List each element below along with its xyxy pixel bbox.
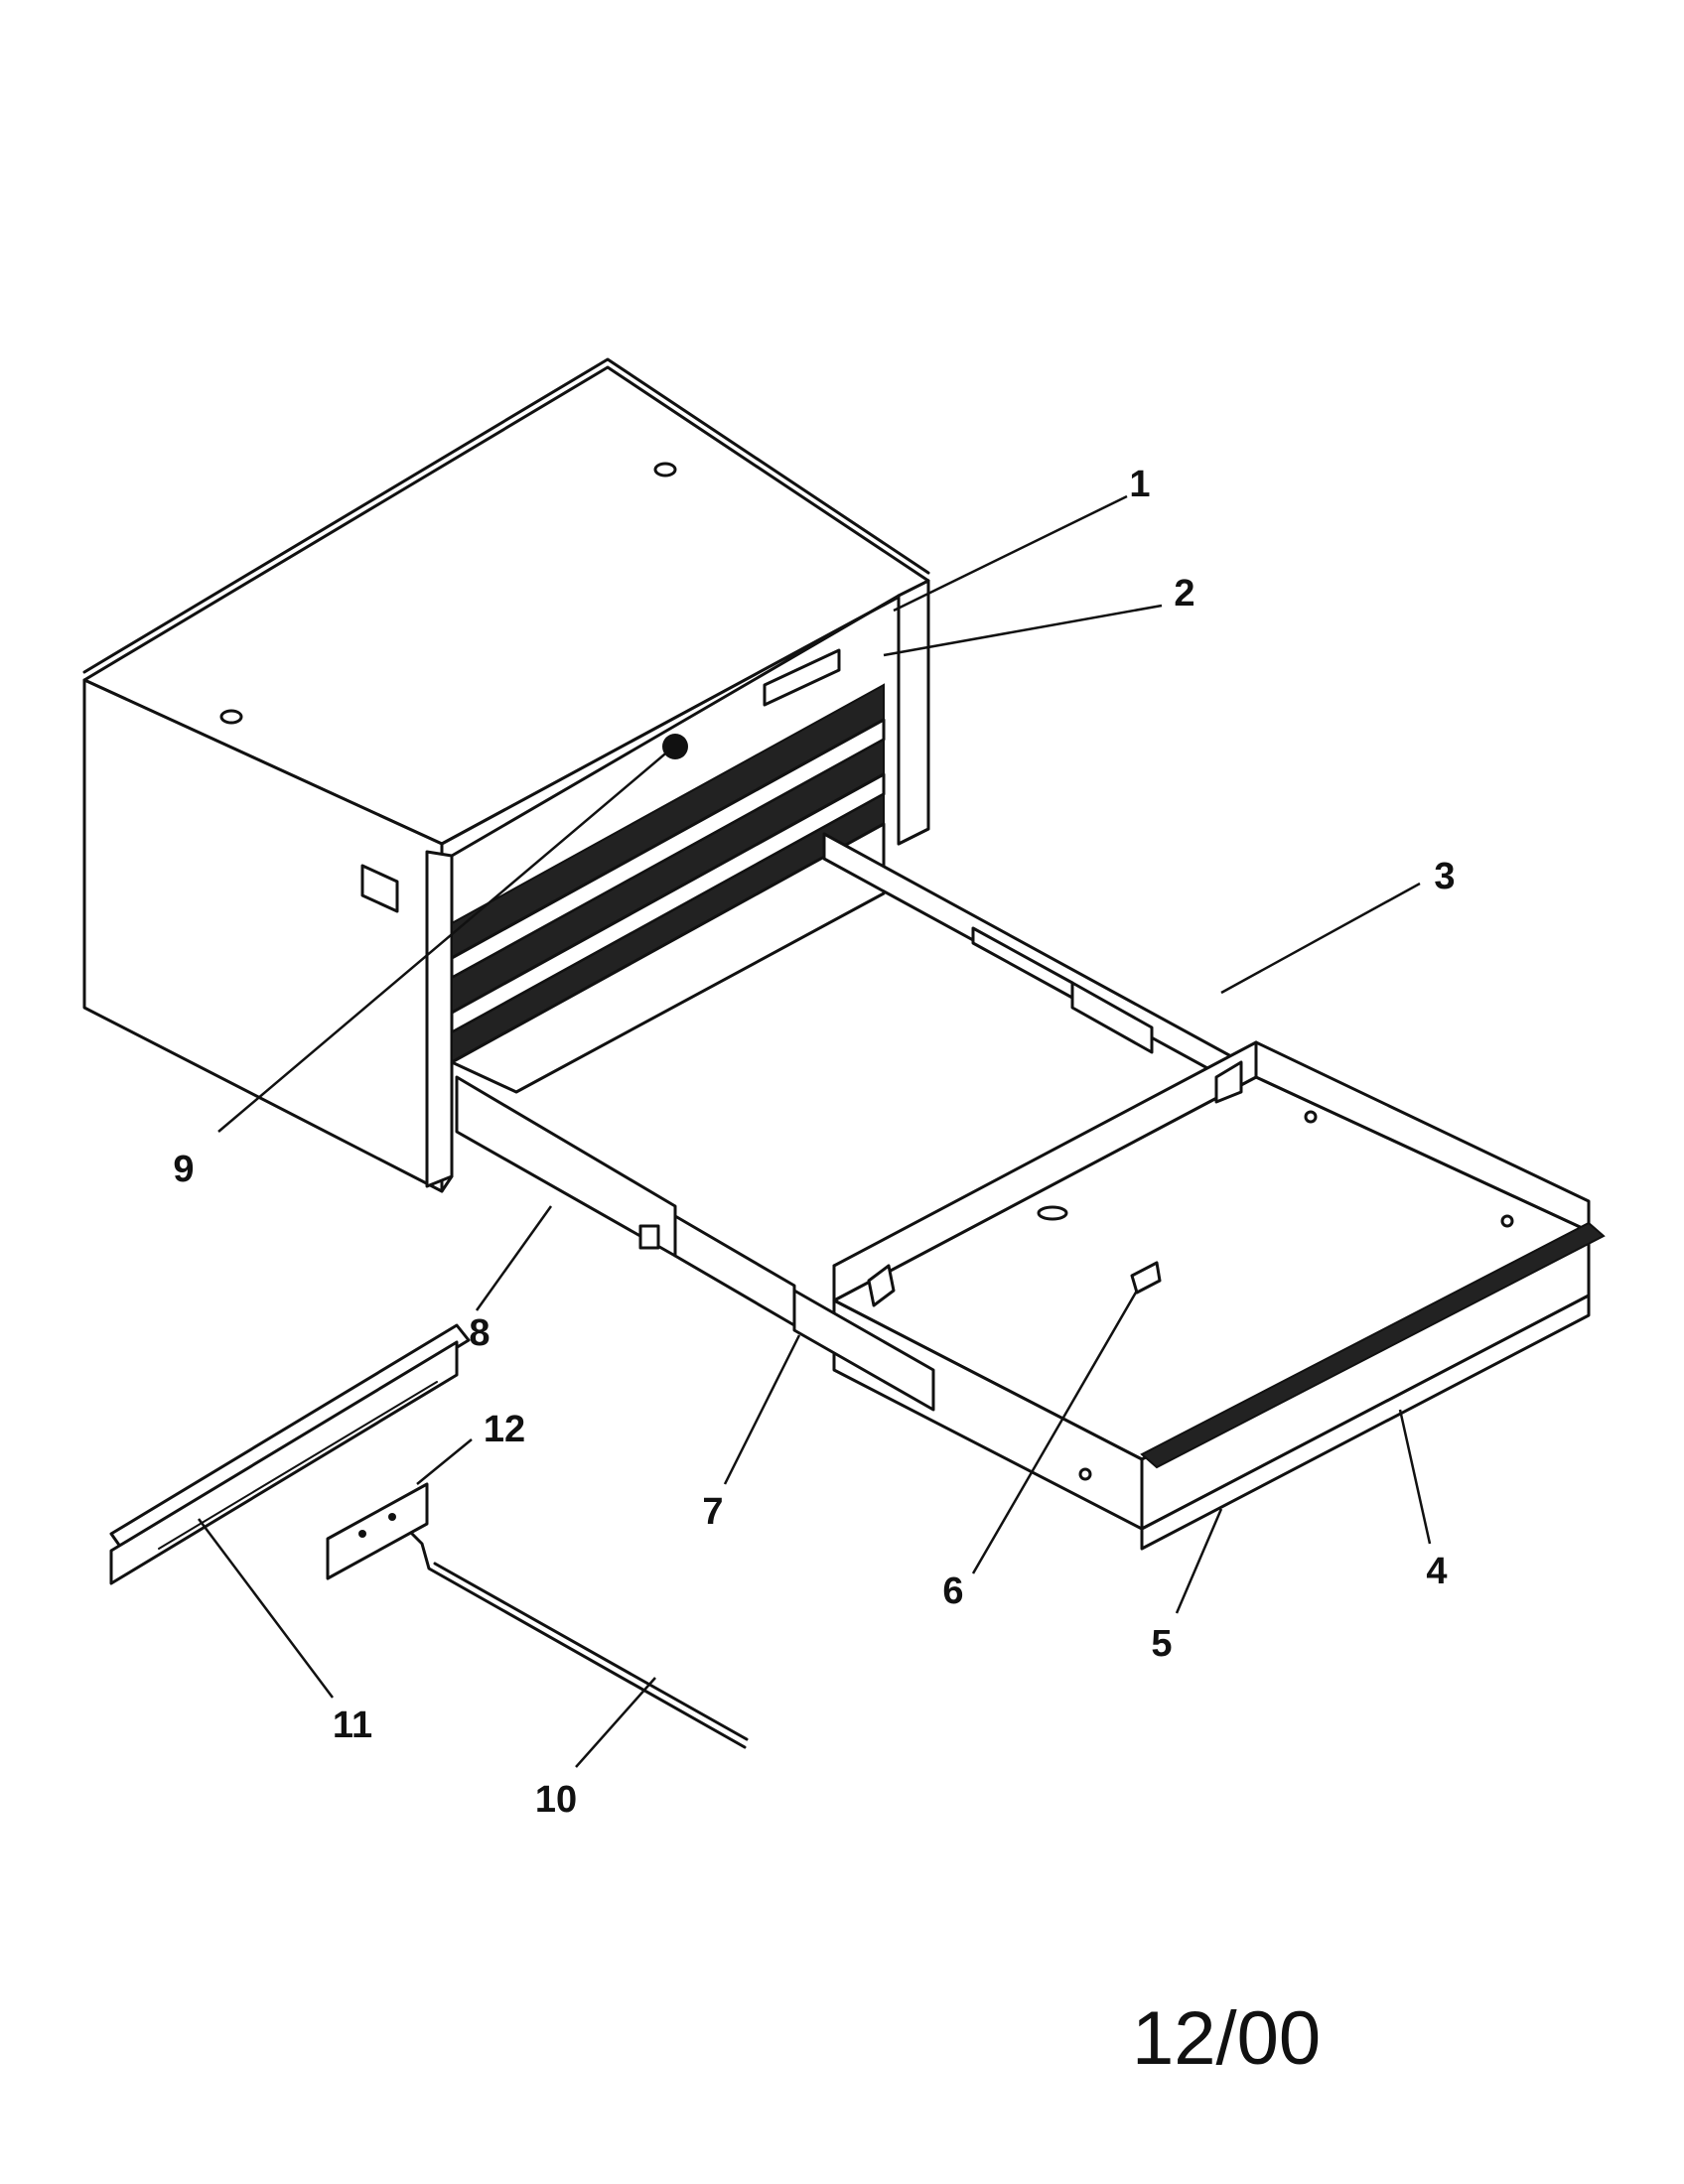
callout-10: 10 xyxy=(535,1779,577,1821)
callout-9: 9 xyxy=(173,1149,194,1190)
drawer-slide-right xyxy=(822,832,1253,1119)
callout-12: 12 xyxy=(484,1409,525,1450)
callout-2: 2 xyxy=(1174,573,1194,614)
loose-rod xyxy=(410,1532,749,1749)
cabinet xyxy=(82,357,930,1193)
callout-labels: 1 2 3 4 5 6 7 8 9 10 11 12 xyxy=(173,464,1455,1821)
callout-8: 8 xyxy=(469,1312,490,1354)
callout-6: 6 xyxy=(942,1570,963,1612)
callout-11: 11 xyxy=(333,1705,372,1746)
drawer xyxy=(455,1040,1606,1551)
leader-lines xyxy=(198,494,1432,1768)
date-code: 12/00 xyxy=(1132,1996,1322,2081)
callout-5: 5 xyxy=(1151,1623,1172,1665)
callout-4: 4 xyxy=(1426,1551,1447,1592)
loose-bracket xyxy=(326,1482,429,1580)
callout-7: 7 xyxy=(702,1491,723,1533)
callout-1: 1 xyxy=(1129,464,1150,505)
loose-slide-rail xyxy=(109,1323,471,1585)
drawer-fronts xyxy=(450,683,886,1064)
callout-3: 3 xyxy=(1434,856,1455,897)
cabinet-cavity xyxy=(450,822,886,1094)
